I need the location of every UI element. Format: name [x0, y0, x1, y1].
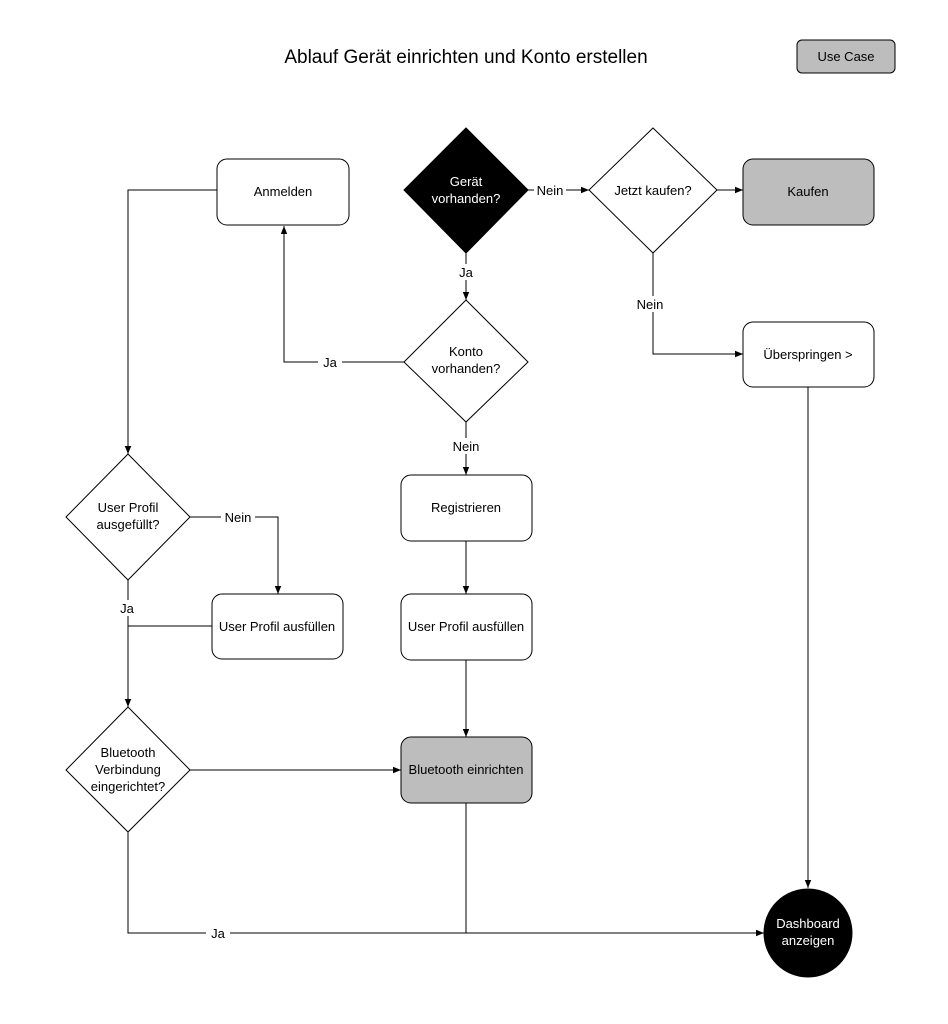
legend-swatch [796, 39, 896, 74]
node-registrieren-label: Registrieren [431, 500, 501, 515]
decision-profil-line2: ausgefüllt? [97, 517, 160, 532]
node-bluetooth-einrichten: Bluetooth einrichten [400, 736, 533, 804]
edge-anmelden-to-profil-check [124, 189, 217, 454]
legend-label: Use Case [817, 49, 874, 64]
decision-bt-line2: Verbindung [95, 762, 161, 777]
node-ueberspringen: Überspringen > [742, 321, 875, 388]
edge-konto-ja [280, 226, 404, 363]
decision-konto-line1: Konto [449, 344, 483, 359]
terminal-dashboard-line2: anzeigen [782, 933, 835, 948]
node-profil-left-label: User Profil ausfüllen [219, 619, 335, 634]
node-kaufen: Kaufen [742, 158, 875, 226]
edge-label-geraet-ja: Ja [459, 265, 474, 280]
terminal-dashboard-anzeigen: Dashboard anzeigen [763, 888, 853, 978]
edge-label-kaufen-nein: Nein [637, 297, 664, 312]
node-user-profil-ausfuellen-left: User Profil ausfüllen [211, 593, 344, 660]
node-bluetooth-einrichten-label: Bluetooth einrichten [409, 762, 524, 777]
decision-geraet-vorhanden: Gerät vorhanden? [403, 127, 529, 254]
decision-geraet-line2: vorhanden? [432, 191, 501, 206]
decision-bt-line3: eingerichtet? [91, 779, 165, 794]
edge-kaufen-nein [652, 253, 743, 358]
edge-bt-ja-to-dashboard [127, 832, 764, 937]
diagram-title: Ablauf Gerät einrichten und Konto erstel… [284, 47, 647, 68]
node-anmelden: Anmelden [216, 158, 350, 226]
node-ueberspringen-label: Überspringen > [763, 347, 852, 362]
decision-jetzt-kaufen: Jetzt kaufen? [588, 127, 718, 254]
decision-geraet-line1: Gerät [450, 174, 483, 189]
node-kaufen-label: Kaufen [787, 184, 828, 199]
edge-profil-nein [190, 516, 282, 594]
decision-konto-line2: vorhanden? [432, 361, 501, 376]
edge-label-profil-nein: Nein [225, 510, 252, 525]
node-user-profil-ausfuellen-mid: User Profil ausfüllen [400, 593, 533, 661]
decision-bt-line1: Bluetooth [101, 745, 156, 760]
node-anmelden-label: Anmelden [254, 184, 313, 199]
edge-labels: Nein Ja Ja Nein Nein Nein Ja Ja [116, 182, 669, 941]
edge-label-geraet-nein: Nein [537, 183, 564, 198]
edge-label-profil-ja: Ja [120, 601, 135, 616]
node-profil-mid-label: User Profil ausfüllen [408, 619, 524, 634]
decision-profil-line1: User Profil [98, 500, 159, 515]
connectors [124, 186, 812, 937]
edge-label-konto-ja: Ja [323, 355, 338, 370]
legend-use-case: Use Case [796, 39, 896, 74]
decision-konto-vorhanden: Konto vorhanden? [403, 299, 529, 423]
terminal-dashboard-line1: Dashboard [776, 916, 840, 931]
decision-user-profil-ausgefuellt: User Profil ausgefüllt? [65, 453, 191, 581]
edge-label-bluetooth-ja: Ja [211, 926, 226, 941]
decision-bluetooth-verbindung: Bluetooth Verbindung eingerichtet? [65, 706, 191, 833]
decision-jetzt-kaufen-label: Jetzt kaufen? [614, 183, 691, 198]
edge-label-konto-nein: Nein [453, 439, 480, 454]
node-registrieren: Registrieren [400, 474, 533, 542]
